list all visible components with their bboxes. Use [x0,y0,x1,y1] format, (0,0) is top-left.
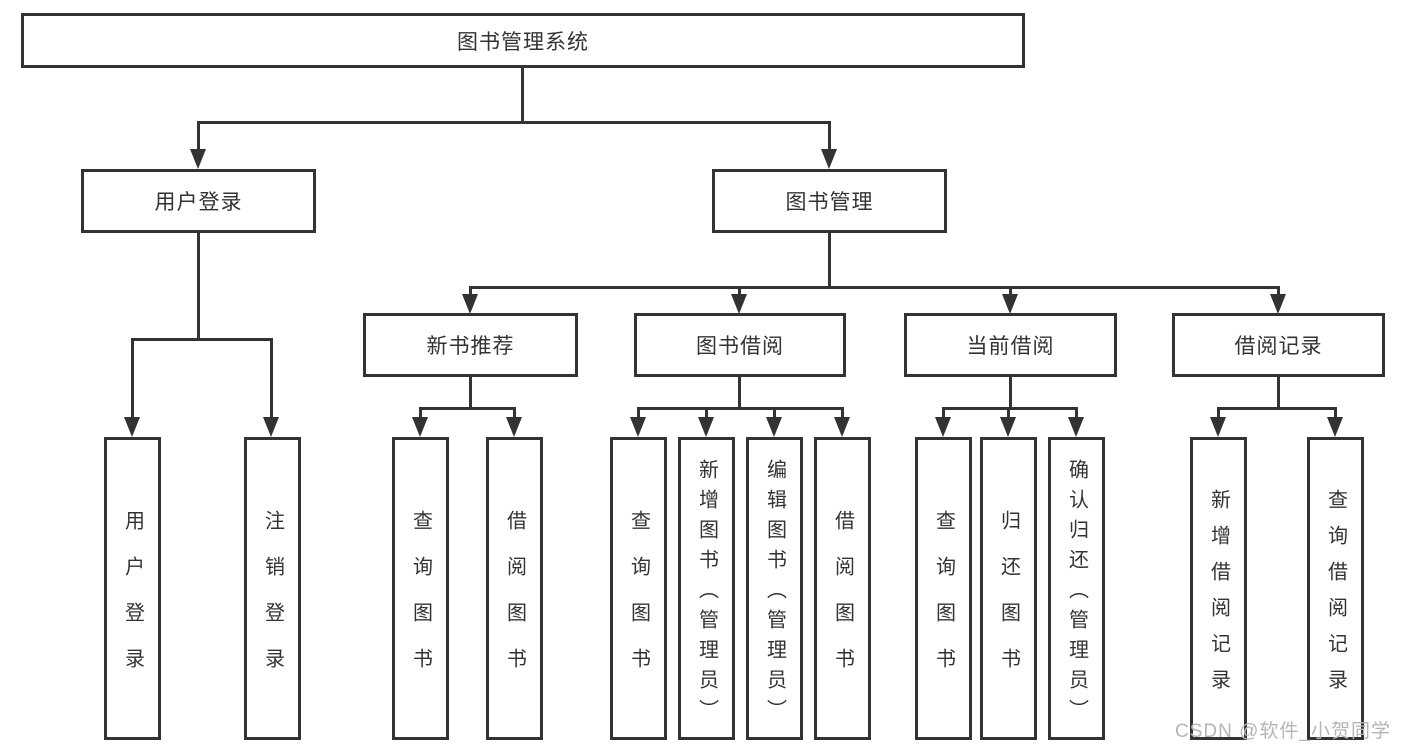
leaf-bb-edit-book-admin-label: 编辑图书（管理员） [763,458,786,729]
connector-drop-user-login [197,121,200,151]
leaf-logout: 注销登录 [244,437,301,740]
connector-drop [637,407,640,419]
connector-root-bar [197,121,831,124]
leaf-cb-confirm-return-admin: 确认归还（管理员） [1048,437,1105,740]
leaf-bb-borrow-books-label: 借阅图书 [831,509,854,694]
arrow-down-icon [821,149,837,169]
connector-drop [1007,407,1010,419]
connector-borrowing-records-bar [1217,407,1337,410]
arrow-down-icon [731,294,747,314]
node-user-login-branch-label: 用户登录 [154,191,243,214]
connector-drop [705,407,708,419]
node-borrowing-records-label: 借阅记录 [1234,335,1323,358]
arrow-down-icon [462,294,478,314]
connector-drop-book-borrowing [738,286,741,296]
arrow-down-icon [1000,417,1016,437]
connector-drop [773,407,776,419]
connector-drop [942,407,945,419]
leaf-cb-return-books: 归还图书 [980,437,1037,740]
node-book-management-branch-label: 图书管理 [785,191,874,214]
leaf-bb-borrow-books: 借阅图书 [814,437,871,740]
arrow-down-icon [698,417,714,437]
leaf-bb-add-book-admin: 新增图书（管理员） [678,437,735,740]
leaf-logout-label: 注销登录 [261,509,284,694]
arrow-down-icon [263,417,279,437]
connector-drop-current-borrowing [1009,286,1012,296]
arrow-down-icon [412,417,428,437]
connector-user-login-bar [131,338,273,341]
arrow-down-icon [834,417,850,437]
connector-new-book-stem [469,377,472,407]
leaf-nb-query-books: 查询图书 [392,437,449,740]
leaf-user-login-label: 用户登录 [121,509,144,694]
arrow-down-icon [630,417,646,437]
node-book-borrowing-label: 图书借阅 [696,335,784,358]
leaf-bb-add-book-admin-label: 新增图书（管理员） [695,458,718,729]
node-current-borrowing-label: 当前借阅 [966,335,1055,358]
connector-drop [1075,407,1078,419]
connector-new-book-bar [419,407,516,410]
node-book-borrowing: 图书借阅 [634,313,846,377]
node-new-book-recommend-label: 新书推荐 [426,335,515,358]
connector-drop-leaf-logout [270,338,273,418]
arrow-down-icon [766,417,782,437]
connector-borrowing-records-stem [1277,377,1280,407]
arrow-down-icon [935,417,951,437]
connector-current-borrowing-stem [1009,377,1012,407]
leaf-br-query-borrow-record-label: 查询借阅记录 [1324,488,1347,705]
arrow-down-icon [1068,417,1084,437]
node-book-management-branch: 图书管理 [712,169,947,233]
leaf-br-add-borrow-record-label: 新增借阅记录 [1207,488,1230,705]
connector-root-stem [521,68,524,121]
connector-drop [841,407,844,419]
connector-drop [513,407,516,419]
leaf-nb-borrow-books: 借阅图书 [486,437,543,740]
leaf-nb-borrow-books-label: 借阅图书 [503,509,526,694]
connector-drop-borrowing-records [1277,286,1280,296]
node-current-borrowing: 当前借阅 [904,313,1117,377]
connector-book-borrowing-stem [738,377,741,407]
leaf-cb-query-books: 查询图书 [915,437,972,740]
connector-drop-leaf-user-login [131,338,134,418]
leaf-bb-query-books-label: 查询图书 [627,509,650,694]
arrow-down-icon [1002,294,1018,314]
connector-current-borrowing-bar [942,407,1078,410]
connector-drop [1334,407,1337,419]
connector-drop-book-management [828,121,831,151]
node-user-login-branch: 用户登录 [81,169,316,233]
leaf-br-query-borrow-record: 查询借阅记录 [1307,437,1364,740]
leaf-user-login: 用户登录 [104,437,161,740]
connector-drop [419,407,422,419]
leaf-cb-return-books-label: 归还图书 [997,509,1020,694]
connector-book-management-bar [469,286,1280,289]
arrow-down-icon [1327,417,1343,437]
arrow-down-icon [190,149,206,169]
leaf-cb-query-books-label: 查询图书 [932,509,955,694]
arrow-down-icon [1270,294,1286,314]
leaf-cb-confirm-return-admin-label: 确认归还（管理员） [1065,458,1088,729]
node-new-book-recommend: 新书推荐 [363,313,578,377]
node-root: 图书管理系统 [21,13,1025,68]
connector-book-management-stem [828,233,831,286]
connector-user-login-stem [197,233,200,338]
arrow-down-icon [506,417,522,437]
leaf-br-add-borrow-record: 新增借阅记录 [1190,437,1247,740]
csdn-watermark: CSDN @软件_小贺同学 [1175,721,1391,742]
leaf-bb-query-books: 查询图书 [610,437,667,740]
node-root-label: 图书管理系统 [457,30,589,54]
connector-drop-new-book-recommend [469,286,472,296]
node-borrowing-records: 借阅记录 [1172,313,1385,377]
leaf-nb-query-books-label: 查询图书 [409,509,432,694]
arrow-down-icon [1210,417,1226,437]
arrow-down-icon [124,417,140,437]
connector-book-borrowing-bar [637,407,843,410]
connector-drop [1217,407,1220,419]
leaf-bb-edit-book-admin: 编辑图书（管理员） [746,437,803,740]
